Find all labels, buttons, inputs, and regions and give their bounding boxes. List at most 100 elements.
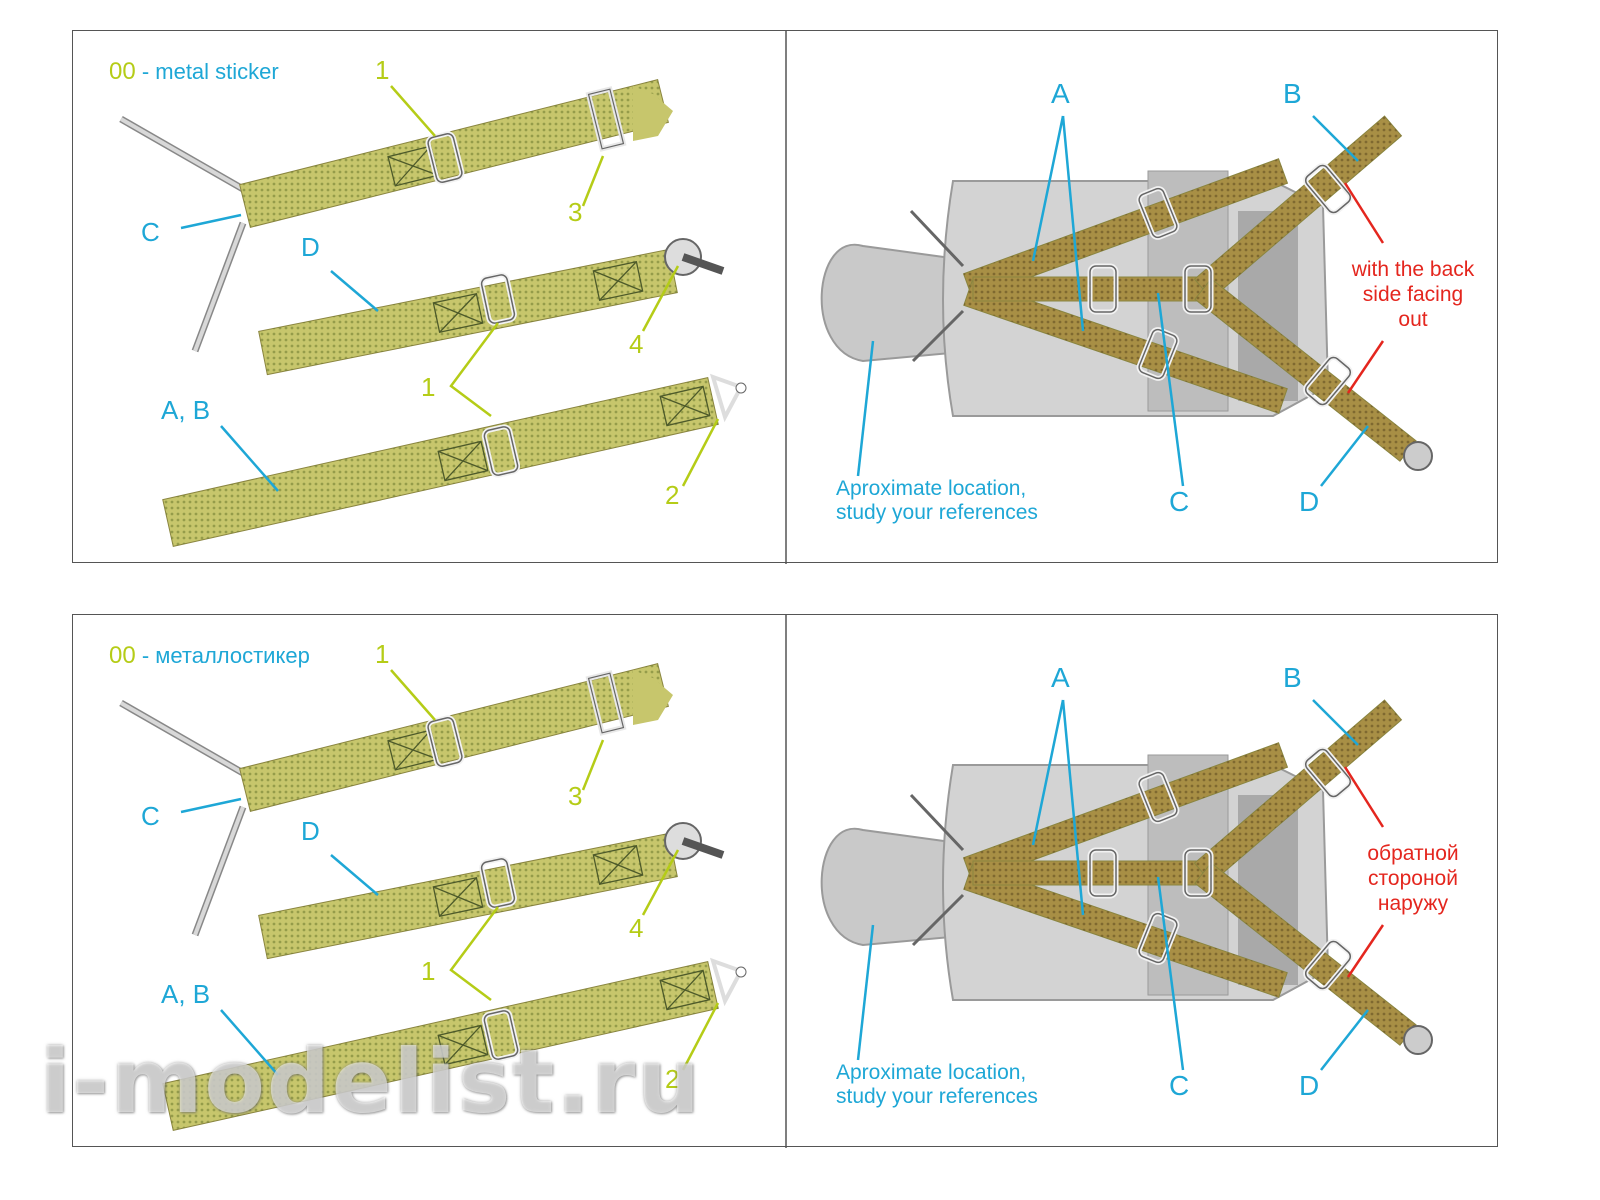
label-c-right: C [1169,1070,1189,1101]
harness-a-buckle-lower-outline [1138,912,1178,964]
strap-d-buckle-outline [480,274,516,324]
leader-b [1312,699,1359,746]
harness-a-upper-texture [963,742,1288,883]
leader-back-lower [1346,924,1385,978]
seat-rod-lower [911,309,965,363]
harness-c-buckle-2-outline-group [1184,265,1212,313]
strap-d-buckle-outline-group [480,274,516,324]
back-note-line-2: стороной [1368,867,1458,890]
strap-c-buckle-outline-group [427,133,463,183]
strap-c-stitch-diag2 [394,729,432,771]
harness-b-buckle-outline [1304,164,1352,214]
seat-rod-lower [911,893,965,947]
strap-ab-stitch-1-box [437,1024,489,1066]
leader-a-1 [1031,115,1065,262]
leader-back-upper [1343,766,1385,828]
harness-a-lower-texture [963,280,1288,414]
strap-c-end-fitting-outline-group [587,672,625,734]
strap-d-stitch-2-diag2 [599,261,637,301]
strap-c-tip [633,670,673,725]
strap-ab-buckle-outline [483,426,519,476]
back-note-line-3: наружу [1378,892,1449,915]
strap-d-buckle-outline [480,858,516,908]
strap-c-texture [239,663,669,812]
leader-2 [681,418,720,487]
rod-lower-highlight [193,222,245,352]
harness-b-buckle-outline-group [1304,748,1352,798]
back-note-line-1: with the back [1351,258,1475,281]
label-b: B [1283,78,1302,109]
leader-d-left [330,270,379,312]
harness-b-buckle-outline [1304,748,1352,798]
strap-d-texture [258,833,678,959]
strap-c-buckle-outline [427,133,463,183]
strap-ab-stitch-2-box [659,969,711,1011]
leader-1-mid [449,322,500,417]
legend-text: - metal sticker [136,59,279,84]
strap-ab-stitch-1-diag2 [444,440,482,482]
harness-d-buckle-outline [1304,356,1352,406]
harness-a-buckle-upper-outline [1138,187,1178,239]
leader-a-1 [1031,699,1065,846]
harness-c-buckle-outline [1089,849,1117,897]
rod-upper-highlight [120,701,244,775]
strap-ab-stitch-2 [659,385,711,427]
strap-ab-stitch-2-diag2 [666,385,704,427]
strap-d-pin [681,253,725,275]
leader-b [1312,115,1359,162]
strap-ab-stitch-1 [437,440,489,482]
harness-c-buckle-2-outline [1184,265,1212,313]
strap-ab-stitch-2-diag2 [666,969,704,1011]
seat-rod-upper [909,793,965,852]
leader-note [856,340,875,477]
strap-d-stitch-1-diag2 [439,293,477,333]
note-line-1: Aproximate location, [836,477,1026,500]
harness-d-buckle-outline [1304,940,1352,990]
harness-a-buckle-lower-outline-group [1138,328,1178,380]
strap-c-stitch-diag2 [394,145,432,187]
leader-back-lower [1346,340,1385,394]
leader-c-right [1156,292,1185,487]
label-3: 3 [568,197,582,227]
label-2: 2 [665,480,679,510]
back-note-line-3: out [1398,308,1427,331]
leader-d-left [330,854,379,896]
harness-b-texture [1194,700,1402,883]
harness-d-buckle-outline-group [1304,356,1352,406]
leader-ab [220,1009,279,1076]
label-1-mid: 1 [421,956,435,986]
label-4: 4 [629,913,643,943]
leader-c-right [1156,876,1185,1071]
leader-4 [641,265,680,332]
label-3: 3 [568,781,582,811]
legend: 00 - metal sticker [109,58,279,85]
harness-d-disc [1403,441,1433,471]
strap-d-stitch-2-diag2 [599,845,637,885]
label-b: B [1283,662,1302,693]
leader-a-2 [1061,699,1085,916]
label-d-left: D [301,816,320,846]
leader-back-upper [1343,182,1385,244]
strap-d-texture [258,249,678,375]
strap-d-stitch-2-box [592,844,644,886]
harness-b-texture [1194,116,1402,299]
harness-d-disc [1403,1025,1433,1055]
label-1-top: 1 [375,55,389,85]
strap-ab-stitch-2-box [659,385,711,427]
strap-d-stitch-1 [432,292,484,334]
note-line-2: study your references [836,501,1038,524]
strap-ab-buckle-outline [483,1010,519,1060]
strap-ab-stitch-1 [437,1024,489,1066]
seat-headrest [820,243,974,363]
label-c-left: C [141,217,160,247]
leader-d-right [1320,425,1369,487]
back-note-line-1: обратной [1367,842,1458,865]
harness-a-upper-texture [963,158,1288,299]
harness-a-lower-texture [963,864,1288,998]
label-ab: A, B [161,395,210,425]
seat-rod-upper [909,209,965,268]
